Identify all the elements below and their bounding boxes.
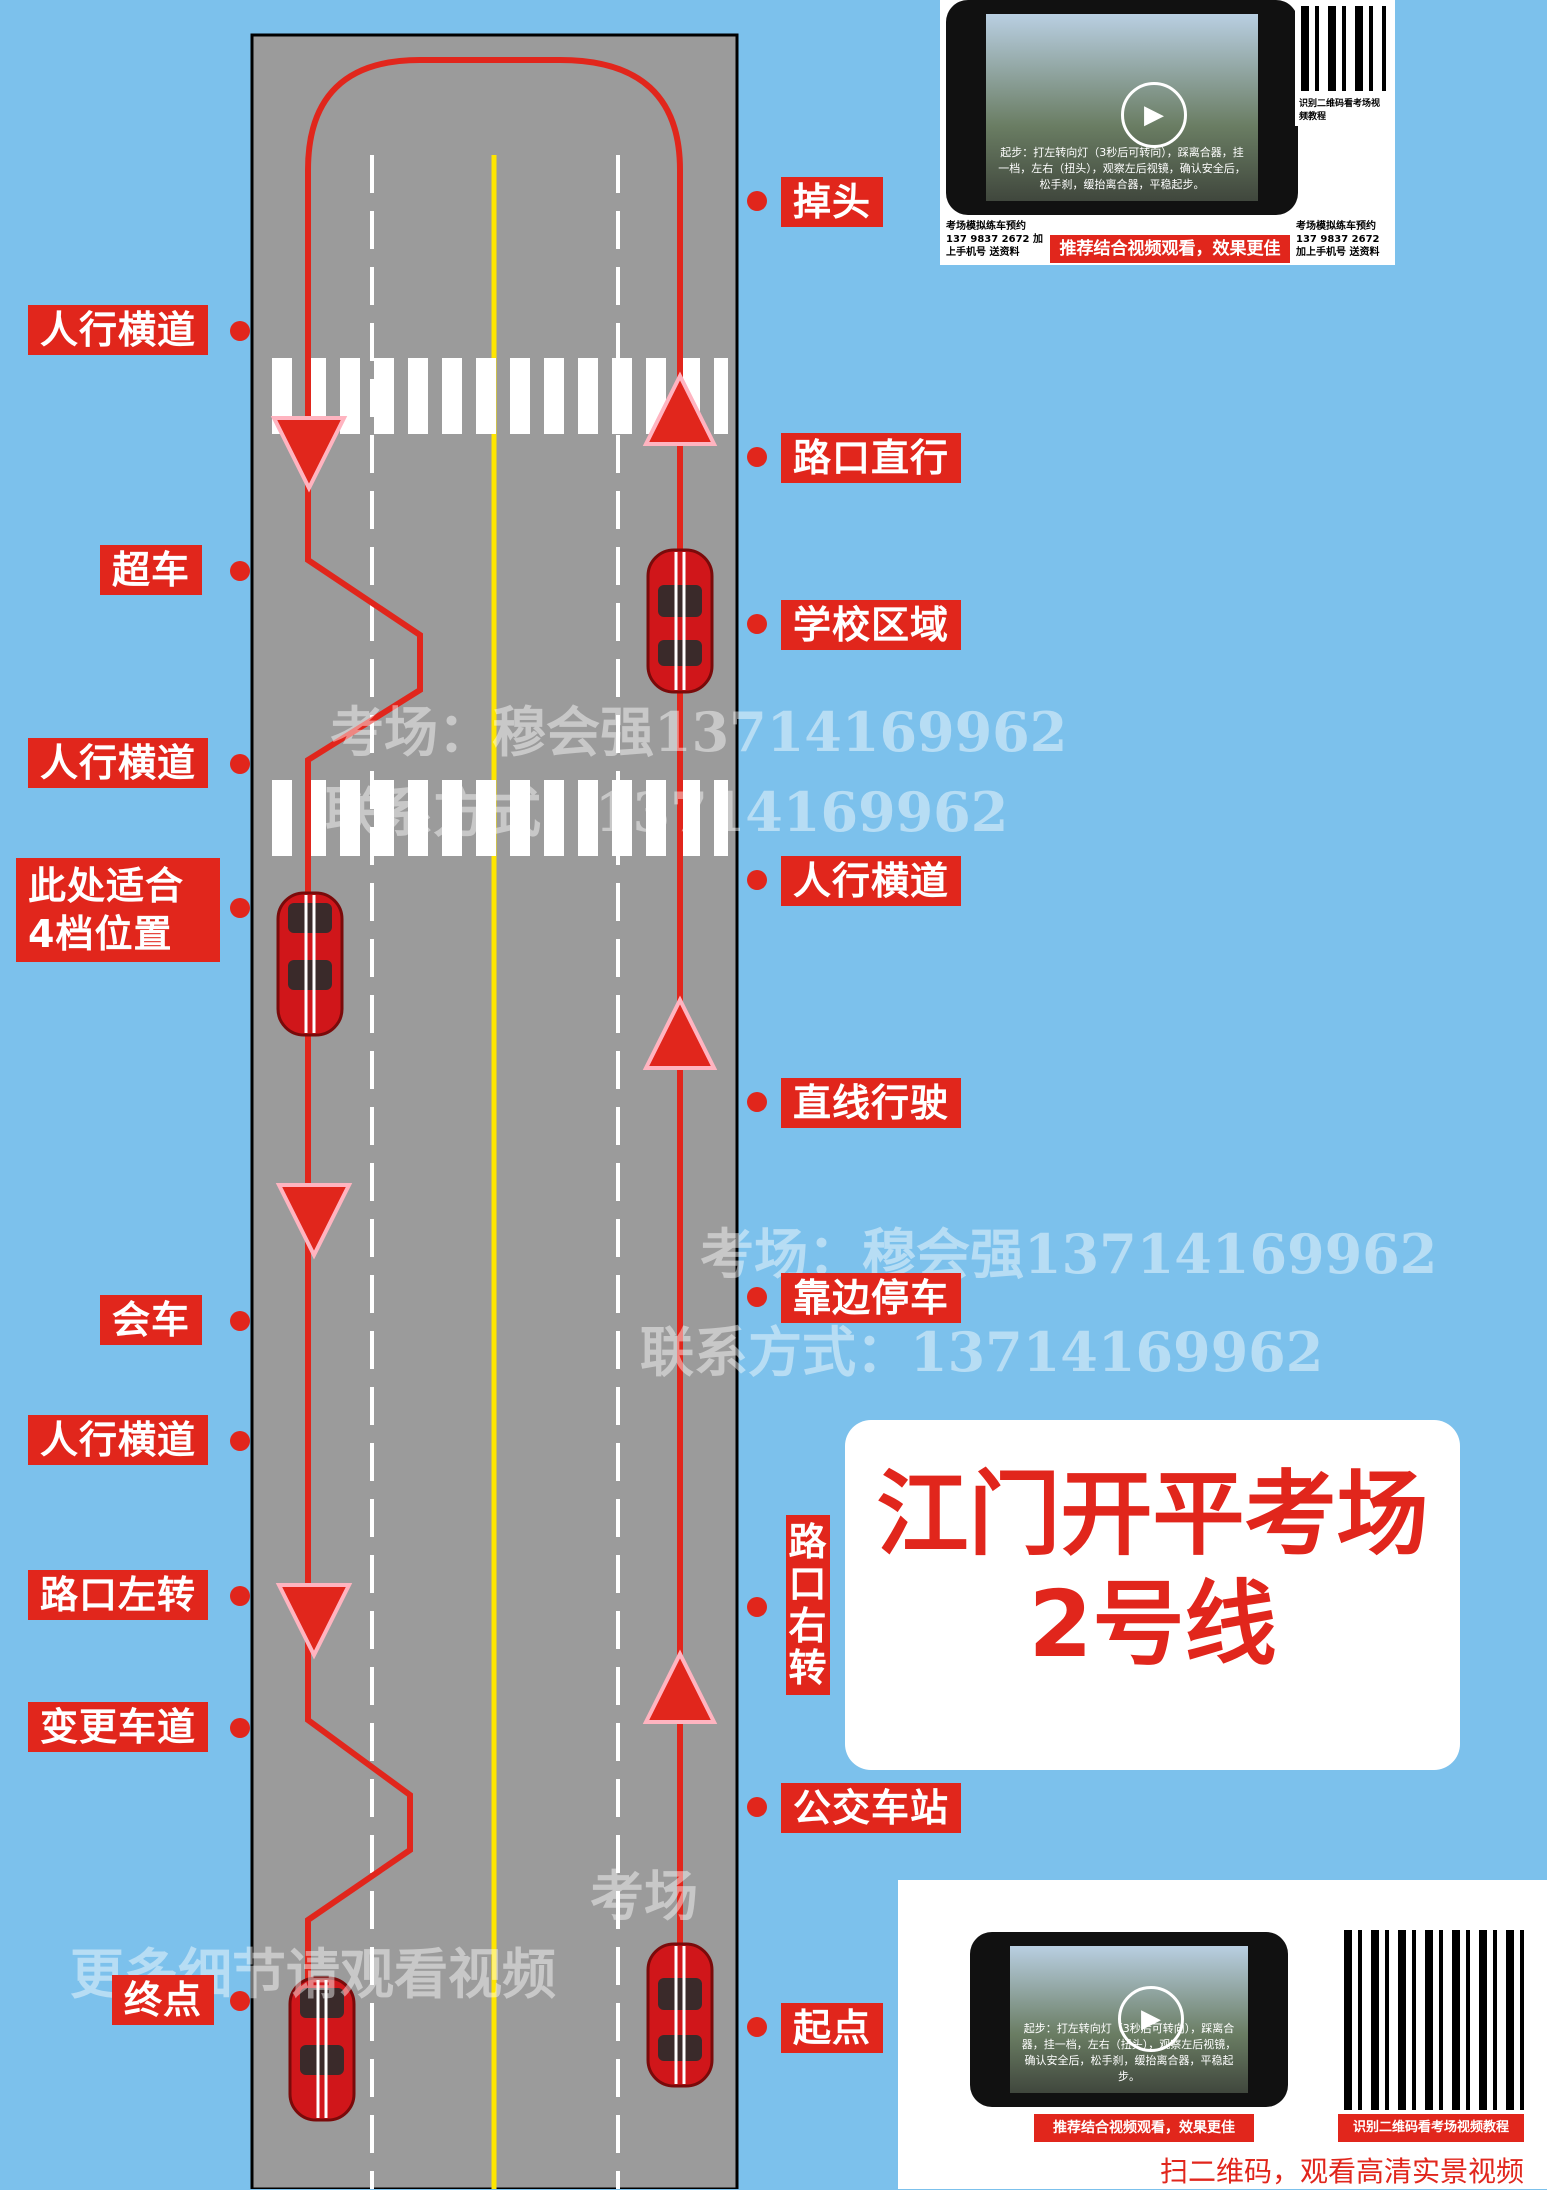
- label-dot: [747, 2017, 767, 2037]
- label-renxing-1: 人行横道: [28, 305, 209, 355]
- label-dot: [747, 1597, 767, 1617]
- label-dot: [747, 1797, 767, 1817]
- promo-footer: 扫二维码，观看高清实景视频: [1160, 2155, 1525, 2188]
- label-zhongdian: 终点: [112, 1975, 215, 2025]
- phone-video[interactable]: ▶ 起步：打左转向灯（3秒后可转向），踩离合器，挂一档，左右（扭头），观察左后视…: [946, 0, 1298, 215]
- label-qidian: 起点: [781, 2003, 884, 2053]
- qr-code: [1295, 0, 1392, 97]
- promo-bar: 推荐结合视频观看，效果更佳: [1034, 2114, 1254, 2142]
- label-dot: [230, 1431, 250, 1451]
- car-icon: [276, 891, 344, 1037]
- label-dot: [747, 447, 767, 467]
- label-dot: [747, 1092, 767, 1112]
- label-dang4: 此处适合4档位置: [16, 858, 220, 962]
- watermark: 联系方式：13714169962: [640, 1320, 1324, 1384]
- crosswalk-middle: [266, 780, 728, 856]
- label-xuexiao: 学校区域: [781, 600, 962, 650]
- arrow-up-1: [642, 371, 718, 446]
- car-icon: [288, 1976, 356, 2122]
- title-line-1: 江门开平考场: [876, 1461, 1429, 1568]
- arrow-down-2: [275, 1183, 353, 1260]
- label-dot: [230, 898, 250, 918]
- label-zhixian: 直线行驶: [781, 1078, 962, 1128]
- arrow-down-3: [275, 1583, 353, 1660]
- car-icon: [646, 548, 714, 694]
- label-dot: [230, 1586, 250, 1606]
- watermark: 联系方式：13714169962: [325, 780, 1009, 844]
- label-dot: [230, 1311, 250, 1331]
- phone-video[interactable]: ▶ 起步：打左转向灯（3秒后可转向），踩离合器，挂一档，左右（扭头），观察左后视…: [970, 1932, 1288, 2107]
- title-card: 江门开平考场 2号线: [845, 1420, 1460, 1770]
- label-renxing-3: 人行横道: [28, 1415, 209, 1465]
- label-huiche: 会车: [100, 1295, 203, 1345]
- video-caption: 起步：打左转向灯（3秒后可转向），踩离合器，挂一档，左右（扭头），观察左后视镜，…: [1021, 2022, 1237, 2083]
- label-renxing-right: 人行横道: [781, 856, 962, 906]
- arrow-up-3: [642, 1649, 718, 1724]
- label-lukou-youzhuan: 路口右转: [786, 1515, 830, 1695]
- watermark: 考场：穆会强13714169962: [330, 700, 1068, 764]
- route-path: [305, 57, 683, 2080]
- label-diaotou: 掉头: [781, 177, 884, 227]
- promo-bottom: ▶ 起步：打左转向灯（3秒后可转向），踩离合器，挂一档，左右（扭头），观察左后视…: [898, 1880, 1547, 2189]
- qr-caption: 识别二维码看考场视频教程: [1338, 2114, 1524, 2142]
- promo-bar: 推荐结合视频观看，效果更佳: [1050, 235, 1290, 263]
- promo-box-right: 考场模拟练车预约 137 9837 2672 加上手机号 送资料: [1292, 218, 1390, 261]
- label-dot: [747, 870, 767, 890]
- label-dot: [230, 321, 250, 341]
- label-dot: [747, 191, 767, 211]
- label-dot: [747, 1287, 767, 1307]
- label-biangeng: 变更车道: [28, 1702, 209, 1752]
- play-icon[interactable]: ▶: [1121, 82, 1187, 148]
- label-dot: [747, 614, 767, 634]
- car-icon: [646, 1942, 714, 2088]
- label-lukou-zuozhuan: 路口左转: [28, 1570, 209, 1620]
- qr-caption: 识别二维码看考场视频教程: [1295, 96, 1389, 126]
- title-line-2: 2号线: [1028, 1571, 1277, 1678]
- label-dot: [230, 1991, 250, 2011]
- label-dot: [230, 754, 250, 774]
- label-dot: [230, 561, 250, 581]
- label-kaobian: 靠边停车: [781, 1273, 962, 1323]
- qr-code: [1338, 1924, 1530, 2116]
- label-renxing-2: 人行横道: [28, 738, 209, 788]
- watermark: 考场: [590, 1864, 698, 1928]
- label-lukou-zhixing: 路口直行: [781, 433, 962, 483]
- label-dot: [230, 1718, 250, 1738]
- promo-top: ▶ 起步：打左转向灯（3秒后可转向），踩离合器，挂一档，左右（扭头），观察左后视…: [940, 0, 1395, 265]
- arrow-down-1: [270, 416, 348, 493]
- label-chaoche: 超车: [100, 545, 203, 595]
- label-gongjiao: 公交车站: [781, 1783, 962, 1833]
- play-icon[interactable]: ▶: [1118, 1986, 1184, 2052]
- video-caption: 起步：打左转向灯（3秒后可转向），踩离合器，挂一档，左右（扭头），观察左后视镜，…: [998, 146, 1246, 191]
- arrow-up-2: [642, 995, 718, 1070]
- promo-box-left: 考场模拟练车预约 137 9837 2672 加上手机号 送资料: [942, 218, 1048, 261]
